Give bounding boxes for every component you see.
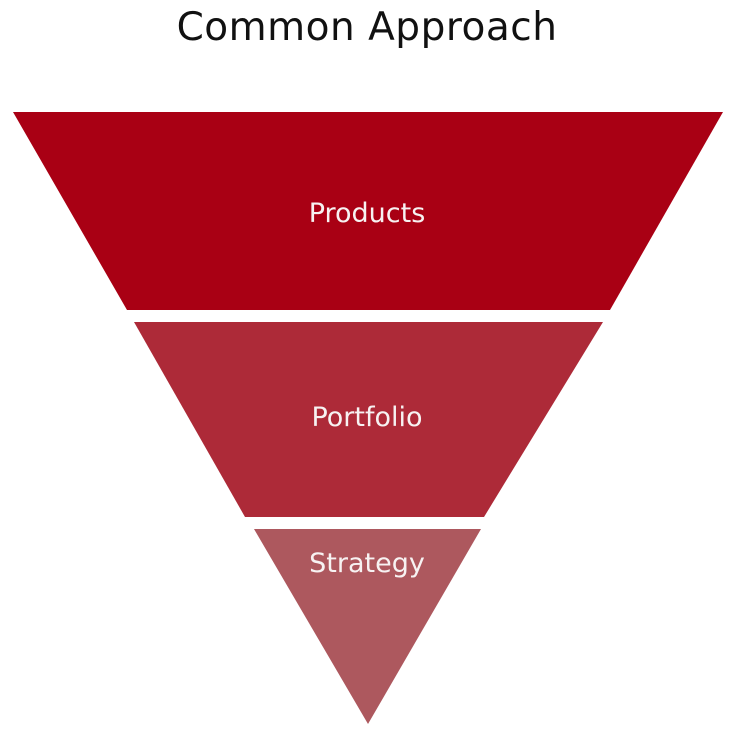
- funnel-label-portfolio: Portfolio: [311, 402, 423, 433]
- funnel-level-portfolio: [134, 322, 603, 517]
- funnel-label-products: Products: [308, 198, 426, 229]
- diagram-title: Common Approach: [176, 5, 558, 50]
- funnel-label-strategy: Strategy: [309, 548, 425, 579]
- funnel-level-strategy: [254, 529, 481, 724]
- funnel-level-products: [13, 112, 723, 310]
